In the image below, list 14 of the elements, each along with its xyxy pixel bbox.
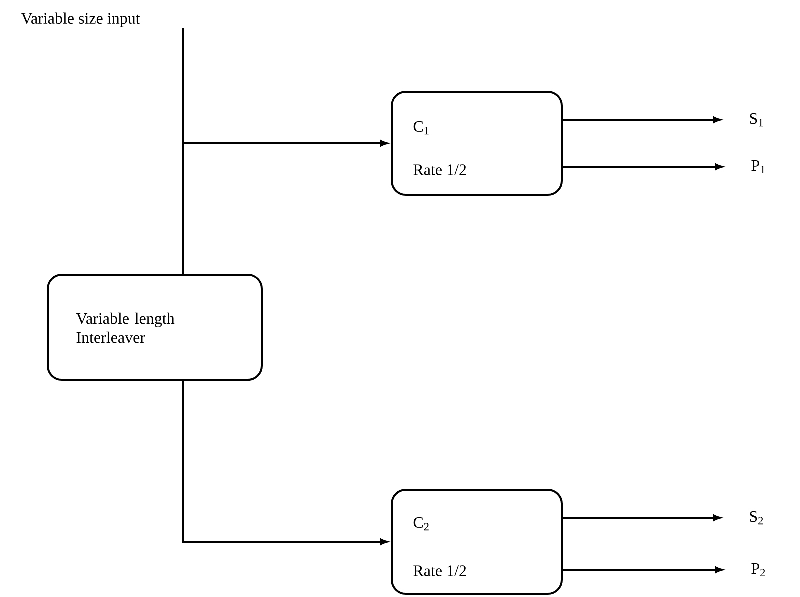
arrow	[182, 381, 388, 546]
text-label: S$_{1}$	[750, 113, 764, 127]
text-label: Variable size input	[21, 12, 140, 28]
arrow	[563, 116, 721, 124]
process-box: C$_{1}$ Rate 1/2	[391, 91, 563, 196]
text-label: P$_{2}$	[752, 563, 766, 577]
arrow	[563, 514, 721, 522]
text-label: P$_{1}$	[752, 160, 766, 174]
process-box: Variable length Interleaver	[47, 274, 263, 381]
process-box: C$_{2}$ Rate 1/2	[391, 489, 563, 595]
arrow	[182, 28, 388, 147]
text-label: S$_{2}$	[750, 511, 764, 525]
arrow	[563, 164, 723, 170]
arrow	[563, 566, 723, 574]
